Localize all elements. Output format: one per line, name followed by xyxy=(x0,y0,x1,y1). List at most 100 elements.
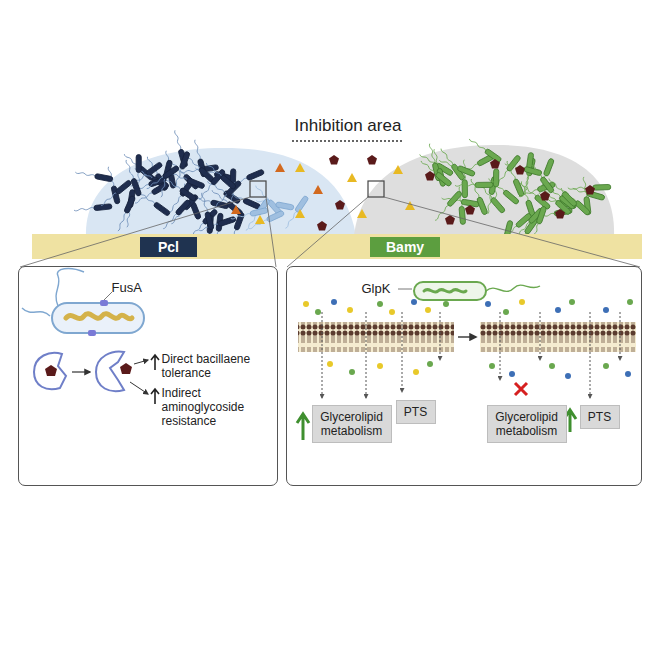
cell xyxy=(493,169,499,207)
bacillaene xyxy=(367,155,377,165)
bacillaene xyxy=(120,363,132,374)
shape xyxy=(500,312,501,380)
bacillaene xyxy=(585,185,595,195)
metabolite xyxy=(377,301,383,307)
rod xyxy=(205,211,215,230)
fusa-leader xyxy=(104,292,112,300)
rod xyxy=(124,195,136,214)
cell xyxy=(124,189,135,227)
shape xyxy=(402,312,403,392)
triangle-molecule xyxy=(347,173,357,182)
fusa-mark xyxy=(100,300,108,306)
rod xyxy=(243,198,262,210)
node-text: Glycerolipid metabolism xyxy=(316,410,388,439)
flagellum xyxy=(117,212,127,231)
transport-arrows xyxy=(322,312,620,398)
bacillaene xyxy=(329,155,339,165)
rod xyxy=(250,207,269,216)
metabolite xyxy=(349,369,355,375)
bacillaene xyxy=(425,171,435,181)
arrow xyxy=(72,371,90,372)
cell xyxy=(244,198,271,232)
cell xyxy=(161,199,191,230)
rod xyxy=(543,158,554,177)
pathway-box: PTS xyxy=(580,405,620,429)
metabolite xyxy=(627,299,633,305)
metabolite xyxy=(315,309,321,315)
zoom-panel: GlpKGlycerolipid metabolismPTSGlycerolip… xyxy=(286,266,642,486)
metabolite xyxy=(485,301,491,307)
rod xyxy=(275,202,294,211)
rod xyxy=(175,199,191,216)
bacillaene xyxy=(335,200,345,210)
rod xyxy=(246,169,265,181)
nucleoid xyxy=(66,314,132,319)
shape xyxy=(366,312,367,398)
metabolite xyxy=(625,371,631,377)
flagellum xyxy=(146,177,164,190)
bacillaene xyxy=(555,209,565,219)
cell xyxy=(438,158,475,177)
triangle-molecule xyxy=(295,163,305,172)
zoom-square xyxy=(250,181,266,197)
flagellum xyxy=(160,178,167,198)
node-text: Pcl xyxy=(158,239,179,255)
cell xyxy=(283,195,309,229)
triangle-molecule xyxy=(275,163,285,172)
effect-label: Indirect aminoglycoside resistance xyxy=(162,386,274,429)
flagellum xyxy=(206,162,222,176)
molecules xyxy=(303,299,633,379)
metabolite xyxy=(331,299,337,305)
pathway-box: Glycerolipid metabolism xyxy=(312,405,392,444)
protein-label: GlpK xyxy=(362,281,402,297)
flagellum xyxy=(56,269,84,306)
triangle-molecule xyxy=(231,205,241,214)
rod xyxy=(153,202,171,217)
bacillaene xyxy=(490,159,500,169)
agar-bar xyxy=(32,234,642,259)
cell xyxy=(504,161,542,176)
rod xyxy=(502,189,519,205)
membrane xyxy=(298,322,454,352)
rod xyxy=(490,197,506,214)
flagellum xyxy=(174,130,181,150)
zoom-panel: FusADirect bacillaene toleranceIndirect … xyxy=(18,266,278,486)
strain-label: Bamy xyxy=(370,237,440,257)
cell xyxy=(74,204,112,213)
cell xyxy=(536,158,554,195)
node-text: Bamy xyxy=(386,239,424,255)
rod xyxy=(457,165,476,177)
cell xyxy=(116,195,136,232)
area-label: Inhibition area xyxy=(295,116,402,136)
cell xyxy=(441,196,479,208)
flagellum xyxy=(525,170,529,190)
strain-label: Pcl xyxy=(140,237,197,257)
metabolite xyxy=(509,371,515,377)
triangle-molecule xyxy=(357,209,367,218)
rod xyxy=(593,184,611,190)
metabolite xyxy=(347,307,353,313)
arrow xyxy=(458,336,476,337)
metabolite xyxy=(413,369,419,375)
bacterium xyxy=(52,303,144,333)
pathway-box: PTS xyxy=(396,400,436,424)
rod xyxy=(447,190,463,207)
cell xyxy=(145,165,179,191)
cell xyxy=(199,192,214,230)
metabolite xyxy=(425,307,431,313)
metabolite xyxy=(411,299,417,305)
rod xyxy=(162,165,180,179)
membrane xyxy=(480,322,636,352)
bacillaene xyxy=(465,205,475,215)
rod xyxy=(186,178,205,190)
rod xyxy=(94,173,113,182)
shape xyxy=(540,312,541,360)
rod xyxy=(536,206,547,225)
node-text: PTS xyxy=(400,405,432,419)
metabolite xyxy=(427,361,433,367)
flagellum xyxy=(74,207,94,211)
up-arrow-green xyxy=(297,414,309,440)
flagellum xyxy=(469,138,486,151)
bamy-colony xyxy=(354,145,614,236)
